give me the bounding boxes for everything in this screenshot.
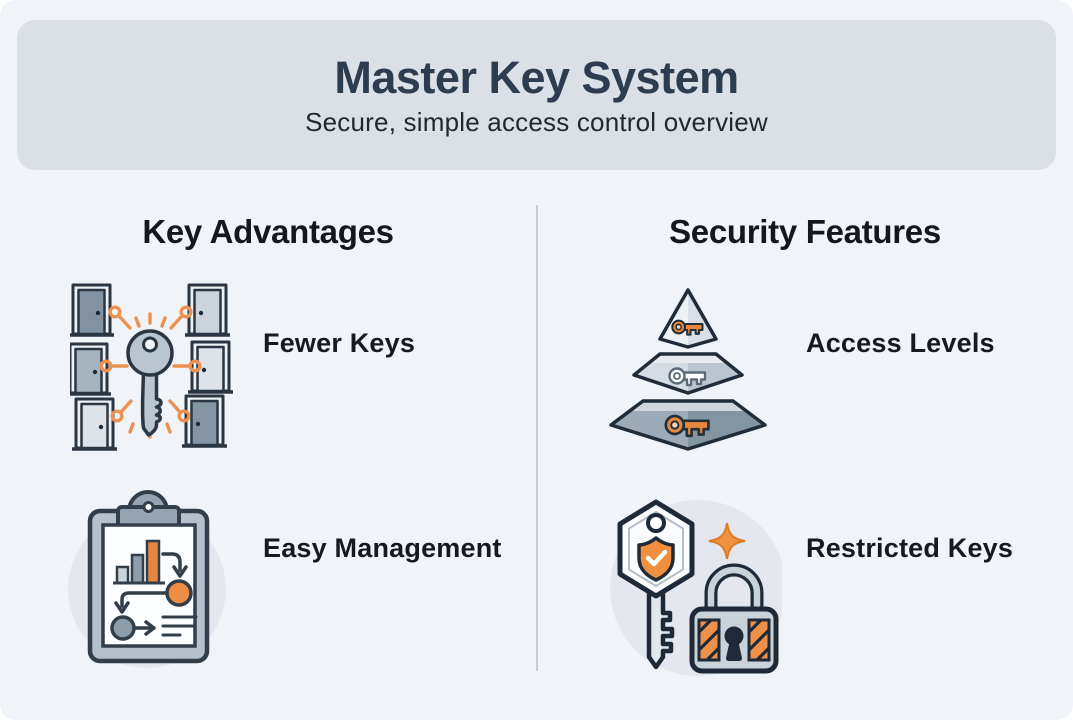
key-shield-padlock-icon <box>598 487 782 685</box>
item-label-easy-management: Easy Management <box>263 533 502 563</box>
header-banner: Master Key System Secure, simple access … <box>17 20 1056 170</box>
column-heading-advantages: Key Advantages <box>142 213 394 250</box>
item-label-access-levels: Access Levels <box>806 328 995 358</box>
page-subtitle: Secure, simple access control overview <box>305 107 768 137</box>
access-levels-pyramid-icon <box>604 282 772 464</box>
column-divider <box>536 205 538 671</box>
master-key-doors-icon <box>70 283 240 459</box>
page-title: Master Key System <box>334 52 739 103</box>
column-heading-security: Security Features <box>669 213 941 250</box>
item-label-restricted-keys: Restricted Keys <box>806 533 1014 563</box>
clipboard-flowchart-icon <box>66 490 234 672</box>
item-label-fewer-keys: Fewer Keys <box>263 328 416 358</box>
